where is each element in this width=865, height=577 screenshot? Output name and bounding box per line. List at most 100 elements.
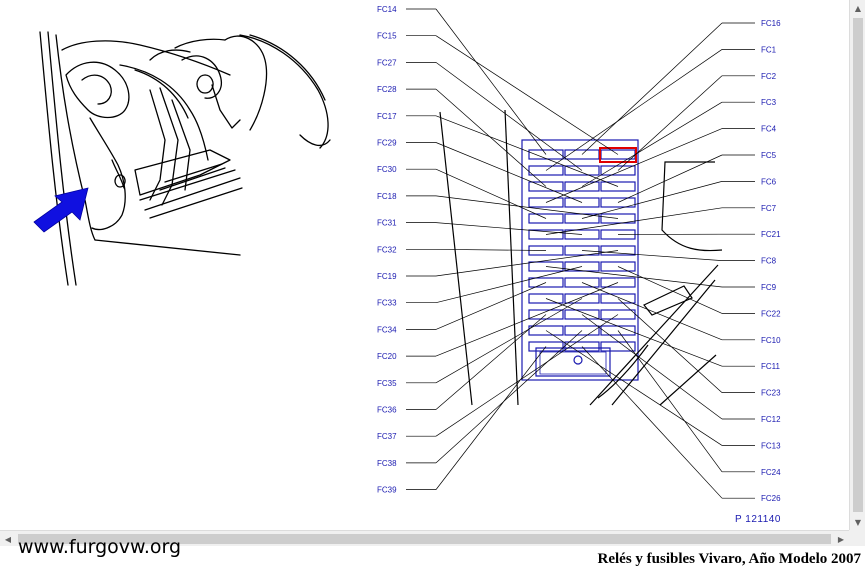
- leader-line: [581, 250, 723, 261]
- relay-housing: [535, 347, 611, 377]
- relay-connector: [573, 355, 583, 365]
- site-credit: www.furgovw.org: [18, 536, 182, 558]
- fuse-label-fc22: FC22: [761, 309, 781, 318]
- fuse-slot: [528, 165, 564, 176]
- fuse-slot: [528, 341, 564, 352]
- fuse-label-fc1: FC1: [761, 45, 777, 54]
- leader-line: [435, 248, 547, 251]
- fuse-label-fc18: FC18: [377, 192, 397, 201]
- fuse-slot: [600, 197, 636, 208]
- fuse-label-fc8: FC8: [761, 257, 777, 266]
- leader-line: [435, 62, 583, 171]
- scroll-down-icon[interactable]: ▼: [854, 517, 862, 527]
- fuse-label-fc21: FC21: [761, 230, 781, 239]
- leader-line: [435, 314, 547, 410]
- fuse-label-fc37: FC37: [377, 432, 397, 441]
- fuse-label-fc7: FC7: [761, 204, 777, 213]
- fuse-label-fc14: FC14: [377, 5, 397, 14]
- fuse-slot: [564, 325, 600, 336]
- fuse-label-fc29: FC29: [377, 139, 397, 148]
- scroll-left-icon[interactable]: ◀: [4, 534, 12, 544]
- fuse-slot: [564, 245, 600, 256]
- fuse-slot: [528, 213, 564, 224]
- leader-line: [545, 298, 723, 367]
- fuse-slot: [564, 293, 600, 304]
- fuse-label-fc27: FC27: [377, 58, 397, 67]
- fuse-slot: [564, 181, 600, 192]
- fuse-slot: [528, 197, 564, 208]
- fuse-box: [521, 139, 639, 381]
- vertical-scroll-thumb[interactable]: [853, 18, 863, 512]
- fuse-label-fc38: FC38: [377, 459, 397, 468]
- fuse-label-fc35: FC35: [377, 379, 397, 388]
- fuse-label-fc15: FC15: [377, 32, 397, 41]
- fuse-slot: [528, 277, 564, 288]
- leader-line: [435, 346, 547, 490]
- fuse-slot: [528, 261, 564, 272]
- highlighted-fuse: [599, 147, 637, 163]
- fuse-label-fc3: FC3: [761, 98, 777, 107]
- leader-line: [545, 266, 723, 288]
- fuse-label-fc28: FC28: [377, 85, 397, 94]
- fuse-slot: [600, 309, 636, 320]
- leader-line: [435, 195, 619, 219]
- fuse-slot: [600, 261, 636, 272]
- leader-line: [581, 314, 723, 420]
- leader-line: [435, 222, 583, 235]
- fuse-label-fc6: FC6: [761, 177, 777, 186]
- leader-line: [581, 101, 723, 187]
- fuse-slot: [600, 277, 636, 288]
- fuse-label-fc39: FC39: [377, 486, 397, 495]
- fuse-label-fc20: FC20: [377, 352, 397, 361]
- fuse-diagram: FC14FC15FC27FC28FC17FC29FC30FC18FC31FC32…: [33, 5, 781, 525]
- horizontal-scrollbar[interactable]: ◀ ▶: [0, 530, 849, 546]
- leader-line: [435, 115, 619, 187]
- fuse-label-fc36: FC36: [377, 406, 397, 415]
- leader-line: [435, 142, 583, 203]
- leader-line: [581, 181, 723, 219]
- leader-line: [435, 330, 583, 464]
- leader-line: [617, 330, 723, 473]
- fuse-slot: [600, 245, 636, 256]
- fuse-slot: [600, 181, 636, 192]
- leader-line: [545, 330, 723, 446]
- leader-line: [581, 282, 723, 341]
- fuse-label-fc16: FC16: [761, 19, 781, 28]
- fuse-label-fc11: FC11: [761, 362, 781, 371]
- scroll-right-icon[interactable]: ▶: [837, 534, 845, 544]
- fuse-slot: [600, 341, 636, 352]
- fuse-label-fc2: FC2: [761, 72, 777, 81]
- fuse-slot: [528, 325, 564, 336]
- fuse-slot: [564, 165, 600, 176]
- leader-line: [435, 282, 547, 330]
- scrollbar-corner: [849, 530, 865, 546]
- leader-line: [617, 75, 723, 171]
- fuse-box-outline: [521, 139, 639, 381]
- leader-line: [435, 250, 619, 277]
- diagram-caption: Relés y fusibles Vivaro, Año Modelo 2007: [597, 551, 861, 567]
- fuse-slot: [564, 341, 600, 352]
- horizontal-scroll-thumb[interactable]: [18, 534, 831, 544]
- leader-line: [581, 346, 723, 499]
- fuse-label-fc30: FC30: [377, 165, 397, 174]
- fuse-label-fc33: FC33: [377, 299, 397, 308]
- fuse-label-fc17: FC17: [377, 112, 397, 121]
- leader-line: [581, 22, 723, 155]
- fuse-label-fc5: FC5: [761, 151, 777, 160]
- fuse-label-fc24: FC24: [761, 468, 781, 477]
- fuse-slot: [528, 181, 564, 192]
- fuse-label-fc32: FC32: [377, 245, 397, 254]
- fuse-slot: [564, 229, 600, 240]
- fuse-slot: [528, 293, 564, 304]
- leader-line: [617, 298, 723, 393]
- fuse-label-fc31: FC31: [377, 219, 397, 228]
- reference-code: P 121140: [735, 514, 781, 525]
- leader-line: [545, 128, 723, 203]
- fuse-slot: [528, 149, 564, 160]
- vertical-scrollbar[interactable]: ▲ ▼: [849, 0, 865, 530]
- fuse-slot: [528, 229, 564, 240]
- scroll-up-icon[interactable]: ▲: [854, 3, 862, 13]
- location-arrow-icon: [33, 187, 89, 233]
- leader-line: [435, 8, 547, 155]
